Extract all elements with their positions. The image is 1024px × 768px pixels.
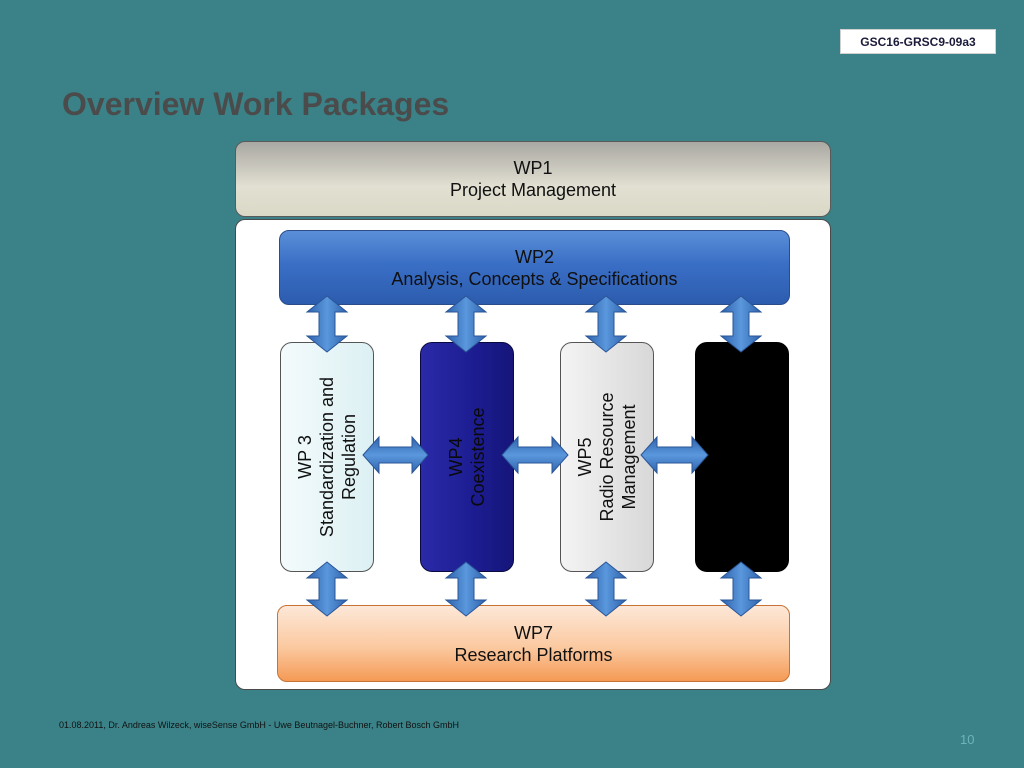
arrow-wp5-wp6-icon bbox=[640, 435, 709, 475]
slide-title: Overview Work Packages bbox=[62, 86, 450, 122]
document-id-badge: GSC16-GRSC9-09a3 bbox=[840, 29, 996, 54]
arrow-wp2-wp3-icon bbox=[305, 295, 349, 353]
wp2-title: Analysis, Concepts & Specifications bbox=[391, 268, 678, 289]
wp7-research-platforms-box: WP7 Research Platforms bbox=[277, 605, 790, 682]
wp3-standardization-box: WP 3 Standardization and Regulation bbox=[280, 342, 374, 572]
page-number: 10 bbox=[960, 732, 975, 747]
arrow-wp5-wp7-icon bbox=[584, 561, 628, 617]
wp1-project-management-box: WP1 Project Management bbox=[235, 141, 831, 217]
wp2-analysis-box: WP2 Analysis, Concepts & Specifications bbox=[279, 230, 790, 305]
wp2-label: WP2 bbox=[514, 246, 554, 267]
wp7-title: Research Platforms bbox=[454, 644, 613, 665]
wp1-title: Project Management bbox=[449, 180, 617, 200]
footer-text: 01.08.2011, Dr. Andreas Wilzeck, wiseSen… bbox=[59, 720, 460, 730]
arrow-wp4-wp7-icon bbox=[444, 561, 488, 617]
arrow-wp2-wp6-icon bbox=[719, 295, 763, 353]
wp7-label: WP7 bbox=[513, 622, 553, 643]
arrow-wp6-wp7-icon bbox=[719, 561, 763, 617]
arrow-wp3-wp4-icon bbox=[362, 435, 429, 475]
arrow-wp4-wp5-icon bbox=[501, 435, 569, 475]
wp1-label: WP1 bbox=[513, 158, 553, 178]
arrow-wp2-wp5-icon bbox=[584, 295, 628, 353]
arrow-wp3-wp7-icon bbox=[305, 561, 349, 617]
arrow-wp2-wp4-icon bbox=[444, 295, 488, 353]
